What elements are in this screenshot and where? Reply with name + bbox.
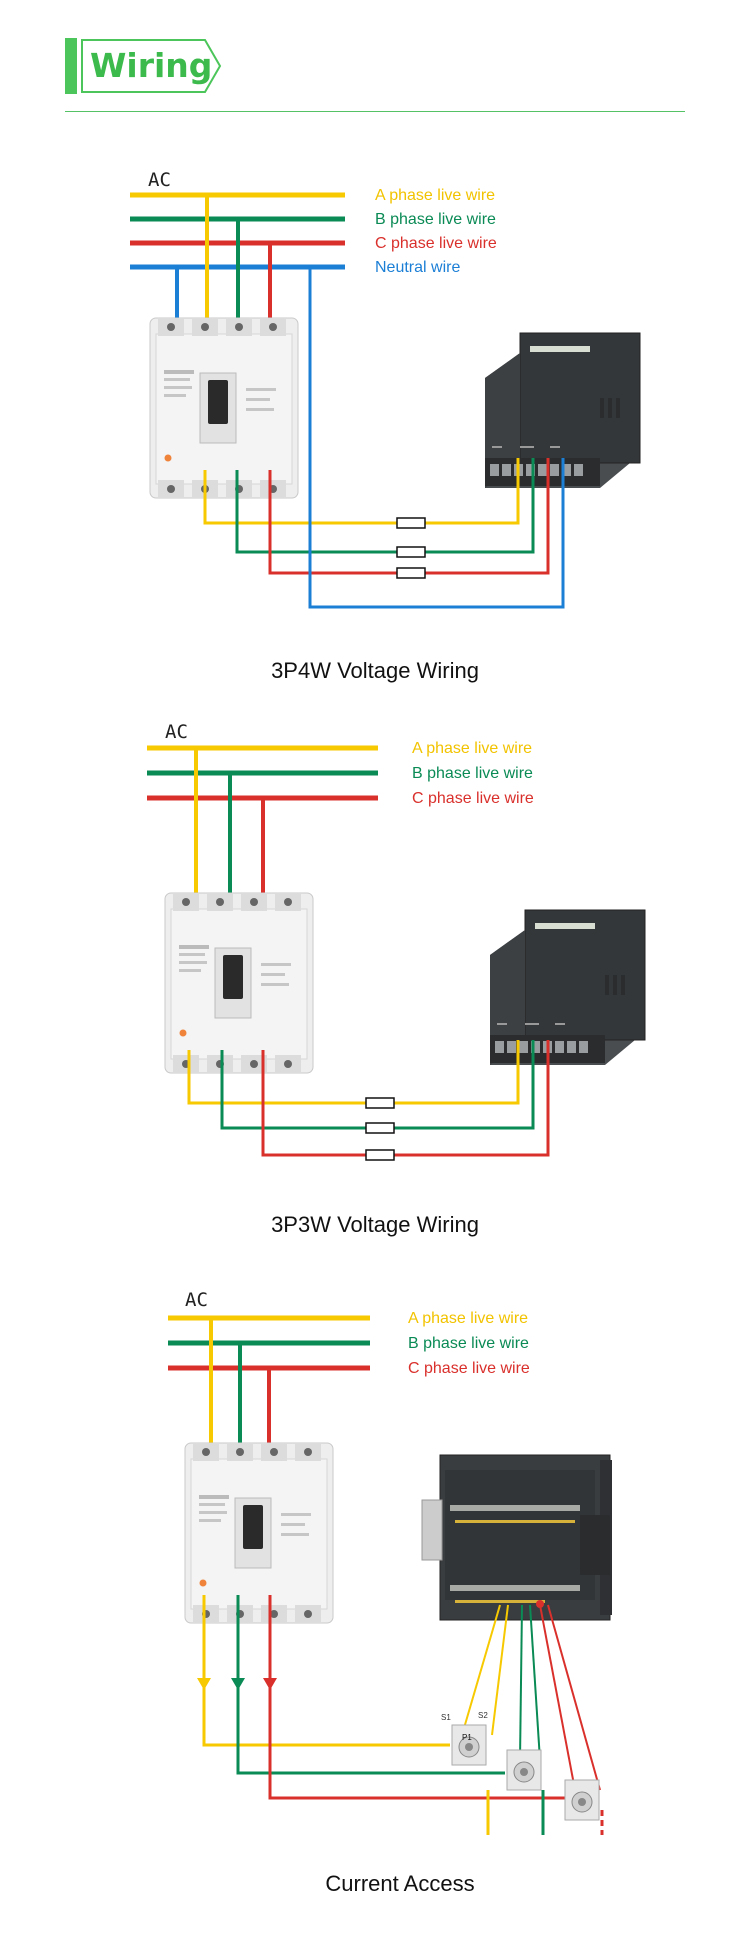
legend-a-phase: A phase live wire: [412, 740, 532, 757]
legend-a-phase: A phase live wire: [375, 187, 495, 204]
legend-c-phase: C phase live wire: [408, 1360, 530, 1377]
caption-current-access: Current Access: [325, 1871, 474, 1896]
current-transformer-b: [506, 1749, 542, 1791]
current-transformer-a: [451, 1724, 487, 1766]
section-banner: Wiring: [65, 38, 225, 94]
header-divider: [65, 111, 685, 112]
legend-b-phase: B phase live wire: [412, 765, 533, 782]
legend-neutral: Neutral wire: [375, 259, 460, 276]
circuit-breaker: [149, 317, 299, 499]
legend-a-phase: A phase live wire: [408, 1310, 528, 1327]
down-arrow-icons: [197, 1678, 277, 1690]
caption-3p4w: 3P4W Voltage Wiring: [271, 658, 479, 683]
ac-label: AC: [185, 1289, 208, 1311]
legend-c-phase: C phase live wire: [412, 790, 534, 807]
banner-accent-bar: [65, 38, 77, 94]
section-current-access: AC A phase live wire B phase live wire C…: [168, 1289, 612, 1835]
section-3p3w: AC A phase live wire B phase live wire C…: [147, 721, 646, 1161]
legend-b-phase: B phase live wire: [408, 1335, 529, 1352]
circuit-breaker: [184, 1442, 334, 1624]
circuit-breaker: [164, 892, 314, 1074]
power-meter: [489, 909, 646, 1066]
banner-arrow-frame: [81, 39, 222, 93]
ac-label: AC: [148, 169, 171, 191]
caption-3p3w: 3P3W Voltage Wiring: [271, 1212, 479, 1237]
ac-label: AC: [165, 721, 188, 743]
fuse-icons: [365, 1097, 395, 1161]
current-transformer-c: [564, 1779, 600, 1821]
section-3p4w: AC A phase live wire B phase live wire C…: [130, 169, 641, 609]
ct-label-p1: P1: [462, 1733, 472, 1742]
multifunction-meter: [421, 1454, 612, 1621]
legend-c-phase: C phase live wire: [375, 235, 497, 252]
ct-label-s1: S1: [441, 1713, 451, 1722]
legend-b-phase: B phase live wire: [375, 211, 496, 228]
busbar-lines: [147, 745, 378, 801]
ct-label-s2: S2: [478, 1711, 488, 1720]
fuse-icons: [396, 517, 426, 579]
busbar-lines: [168, 1315, 370, 1371]
page-title: Wiring: [90, 46, 213, 85]
